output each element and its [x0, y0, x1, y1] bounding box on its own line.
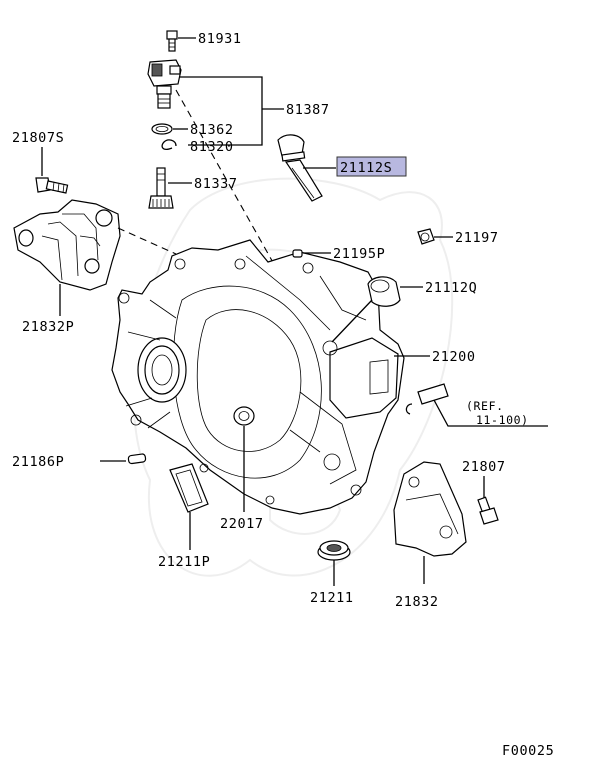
callout-ref-line2: 11-100) [476, 413, 529, 427]
callout-21211P: 21211P [158, 554, 210, 570]
callout-81931: 81931 [198, 31, 242, 47]
callout-22017: 22017 [220, 516, 264, 532]
callout-81387: 81387 [286, 102, 330, 118]
transaxle-case-21200[interactable] [111, 239, 405, 515]
cap-21112Q[interactable] [367, 276, 401, 307]
callout-81362: 81362 [190, 122, 234, 138]
oil-seal-22017[interactable] [233, 406, 255, 426]
pin-21186P[interactable] [127, 453, 147, 465]
callout-21832P: 21832P [22, 319, 74, 335]
o-ring-81362[interactable] [151, 123, 173, 135]
ref-part-11-100[interactable] [405, 383, 449, 415]
figure-code: F00025 [502, 743, 554, 759]
callout-21195P: 21195P [333, 246, 385, 262]
callout-ref-line1: (REF. [466, 399, 504, 413]
bolt-81931[interactable] [166, 30, 178, 52]
speed-sensor-81387[interactable] [147, 59, 182, 109]
callout-21832: 21832 [395, 594, 439, 610]
bolt-21807[interactable] [477, 496, 499, 525]
plug-21195P[interactable] [292, 249, 303, 258]
gasket-21211P[interactable] [169, 463, 209, 513]
clip-81320[interactable] [161, 139, 177, 150]
callout-21112S-highlight [336, 156, 407, 177]
bolt-21807S[interactable] [35, 177, 69, 194]
callout-21211: 21211 [310, 590, 354, 606]
callout-81320: 81320 [190, 139, 234, 155]
driven-gear-81337[interactable] [148, 167, 174, 209]
callout-21197: 21197 [455, 230, 499, 246]
grommet-21211[interactable] [317, 540, 351, 561]
callout-21112S[interactable]: 21112S [340, 160, 392, 176]
callout-21186P: 21186P [12, 454, 64, 470]
callout-81337: 81337 [194, 176, 238, 192]
bracket-21832P[interactable] [13, 199, 121, 291]
bracket-21832[interactable] [393, 461, 467, 557]
callout-21112Q: 21112Q [425, 280, 477, 296]
plug-21197[interactable] [417, 228, 435, 245]
callout-21807: 21807 [462, 459, 506, 475]
callout-21807S: 21807S [12, 130, 64, 146]
callout-21200: 21200 [432, 349, 476, 365]
breather-tube-21112S[interactable] [277, 134, 323, 202]
